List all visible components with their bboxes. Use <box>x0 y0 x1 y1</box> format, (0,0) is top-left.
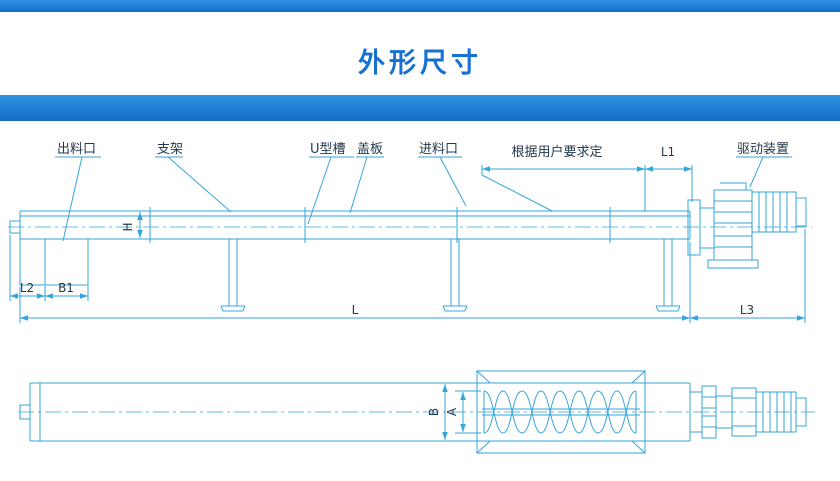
dim-label-a: A <box>445 407 459 416</box>
screw-conveyor-drawing: 出料口 支架 U型槽 盖板 进料口 根据用户要求定 驱动装置 L1 H <box>8 142 815 454</box>
screw-flight-wave-2 <box>483 390 637 434</box>
callout-leader-lines <box>55 156 792 242</box>
page-title: 外形尺寸 <box>358 48 482 79</box>
plan-view <box>18 370 815 454</box>
support-leg-2 <box>442 239 468 312</box>
inlet-hopper-line <box>481 174 553 212</box>
dim-label-b1: B1 <box>58 281 74 295</box>
label-support: 支架 <box>157 142 183 157</box>
label-drive-unit: 驱动装置 <box>737 142 789 157</box>
label-per-user-requirement: 根据用户要求定 <box>511 144 602 160</box>
trough-joint-ticks <box>149 207 611 243</box>
dim-label-h: H <box>121 222 135 231</box>
gearbox <box>707 182 759 269</box>
section-divider-bar <box>0 95 840 121</box>
label-inlet: 进料口 <box>419 142 458 157</box>
support-leg-1 <box>220 239 246 312</box>
drive-unit-plan <box>689 385 807 439</box>
technical-drawing: 出料口 支架 U型槽 盖板 进料口 根据用户要求定 驱动装置 L1 H <box>0 121 840 481</box>
dim-label-l: L <box>352 303 359 317</box>
screw-shaft <box>482 391 640 433</box>
label-outlet: 出料口 <box>57 142 96 157</box>
dimensions-side: L1 H L2 B1 L L3 <box>9 145 806 323</box>
tube-outline <box>19 382 691 442</box>
top-accent-bar <box>0 0 840 12</box>
drive-flange-plan <box>689 385 717 439</box>
extension-lines-plan <box>455 390 481 434</box>
support-leg-3 <box>655 239 681 312</box>
label-u-trough: U型槽 <box>310 142 346 157</box>
trough-outline <box>19 210 691 240</box>
side-view <box>8 174 812 312</box>
dim-label-l3: L3 <box>740 303 754 317</box>
motor <box>751 191 807 233</box>
discharge-box <box>19 239 89 286</box>
dim-label-b: B <box>427 408 441 416</box>
label-cover-plate: 盖板 <box>357 142 383 157</box>
motor-plan <box>755 391 807 433</box>
dim-label-l2: L2 <box>20 281 34 295</box>
callouts: 出料口 支架 U型槽 盖板 进料口 根据用户要求定 驱动装置 <box>55 142 792 242</box>
coupling-plan <box>715 387 757 437</box>
screw-flight-wave-1 <box>483 390 637 434</box>
title-band: 外形尺寸 <box>0 12 840 95</box>
screw-housing <box>476 370 646 454</box>
extension-lines <box>9 165 806 323</box>
drive-flange <box>687 199 715 256</box>
dim-label-l1: L1 <box>661 145 675 159</box>
drive-unit-side <box>687 182 807 269</box>
shaft-end-stub <box>9 220 21 234</box>
dimensions-plan: B A <box>427 384 481 440</box>
